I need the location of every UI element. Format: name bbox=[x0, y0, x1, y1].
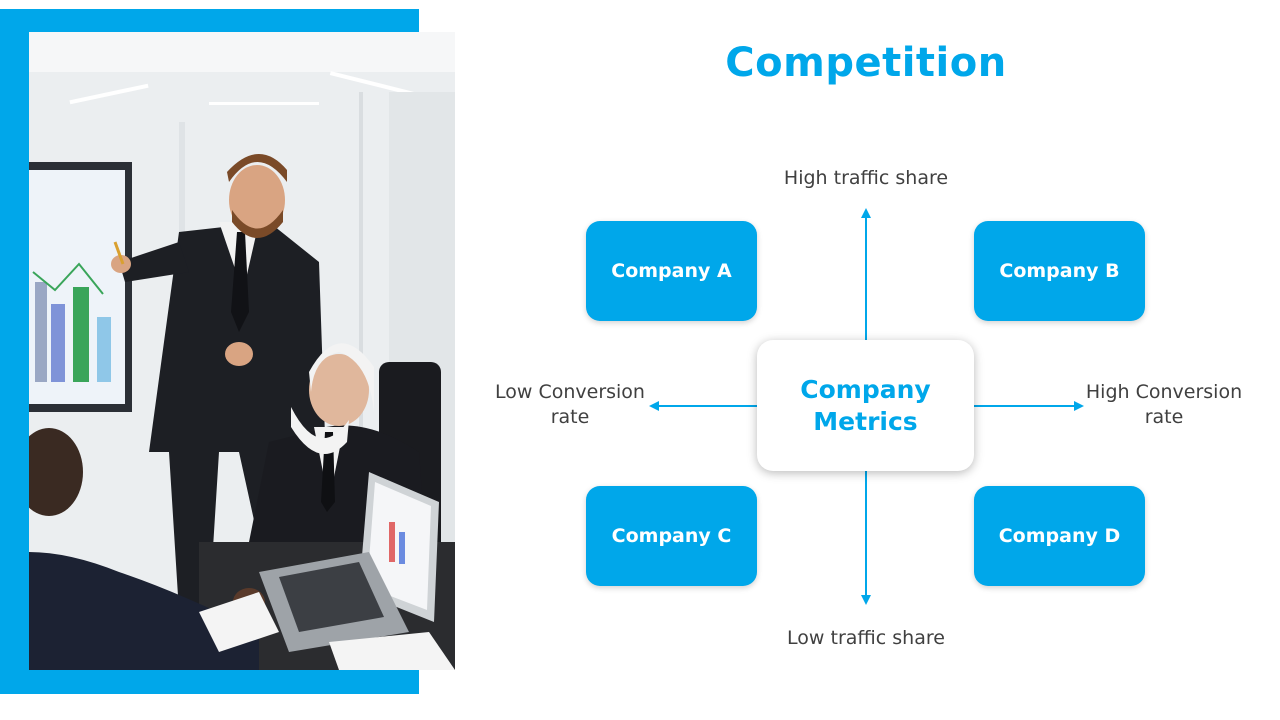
center-metrics-box: Company Metrics bbox=[757, 340, 974, 471]
center-metrics-label: Company Metrics bbox=[800, 374, 931, 436]
slide-title: Competition bbox=[725, 40, 1007, 86]
quadrant-company-b: Company B bbox=[974, 221, 1145, 321]
axis-label-right: High Conversion rate bbox=[1085, 381, 1243, 428]
axis-label-top: High traffic share bbox=[783, 167, 949, 189]
business-meeting-photo bbox=[29, 32, 455, 670]
quadrant-company-d: Company D bbox=[974, 486, 1145, 586]
axis-label-bottom: Low traffic share bbox=[787, 627, 945, 649]
quadrant-company-c: Company C bbox=[586, 486, 757, 586]
quadrant-company-a: Company A bbox=[586, 221, 757, 321]
axis-label-left: Low Conversion rate bbox=[495, 381, 645, 428]
